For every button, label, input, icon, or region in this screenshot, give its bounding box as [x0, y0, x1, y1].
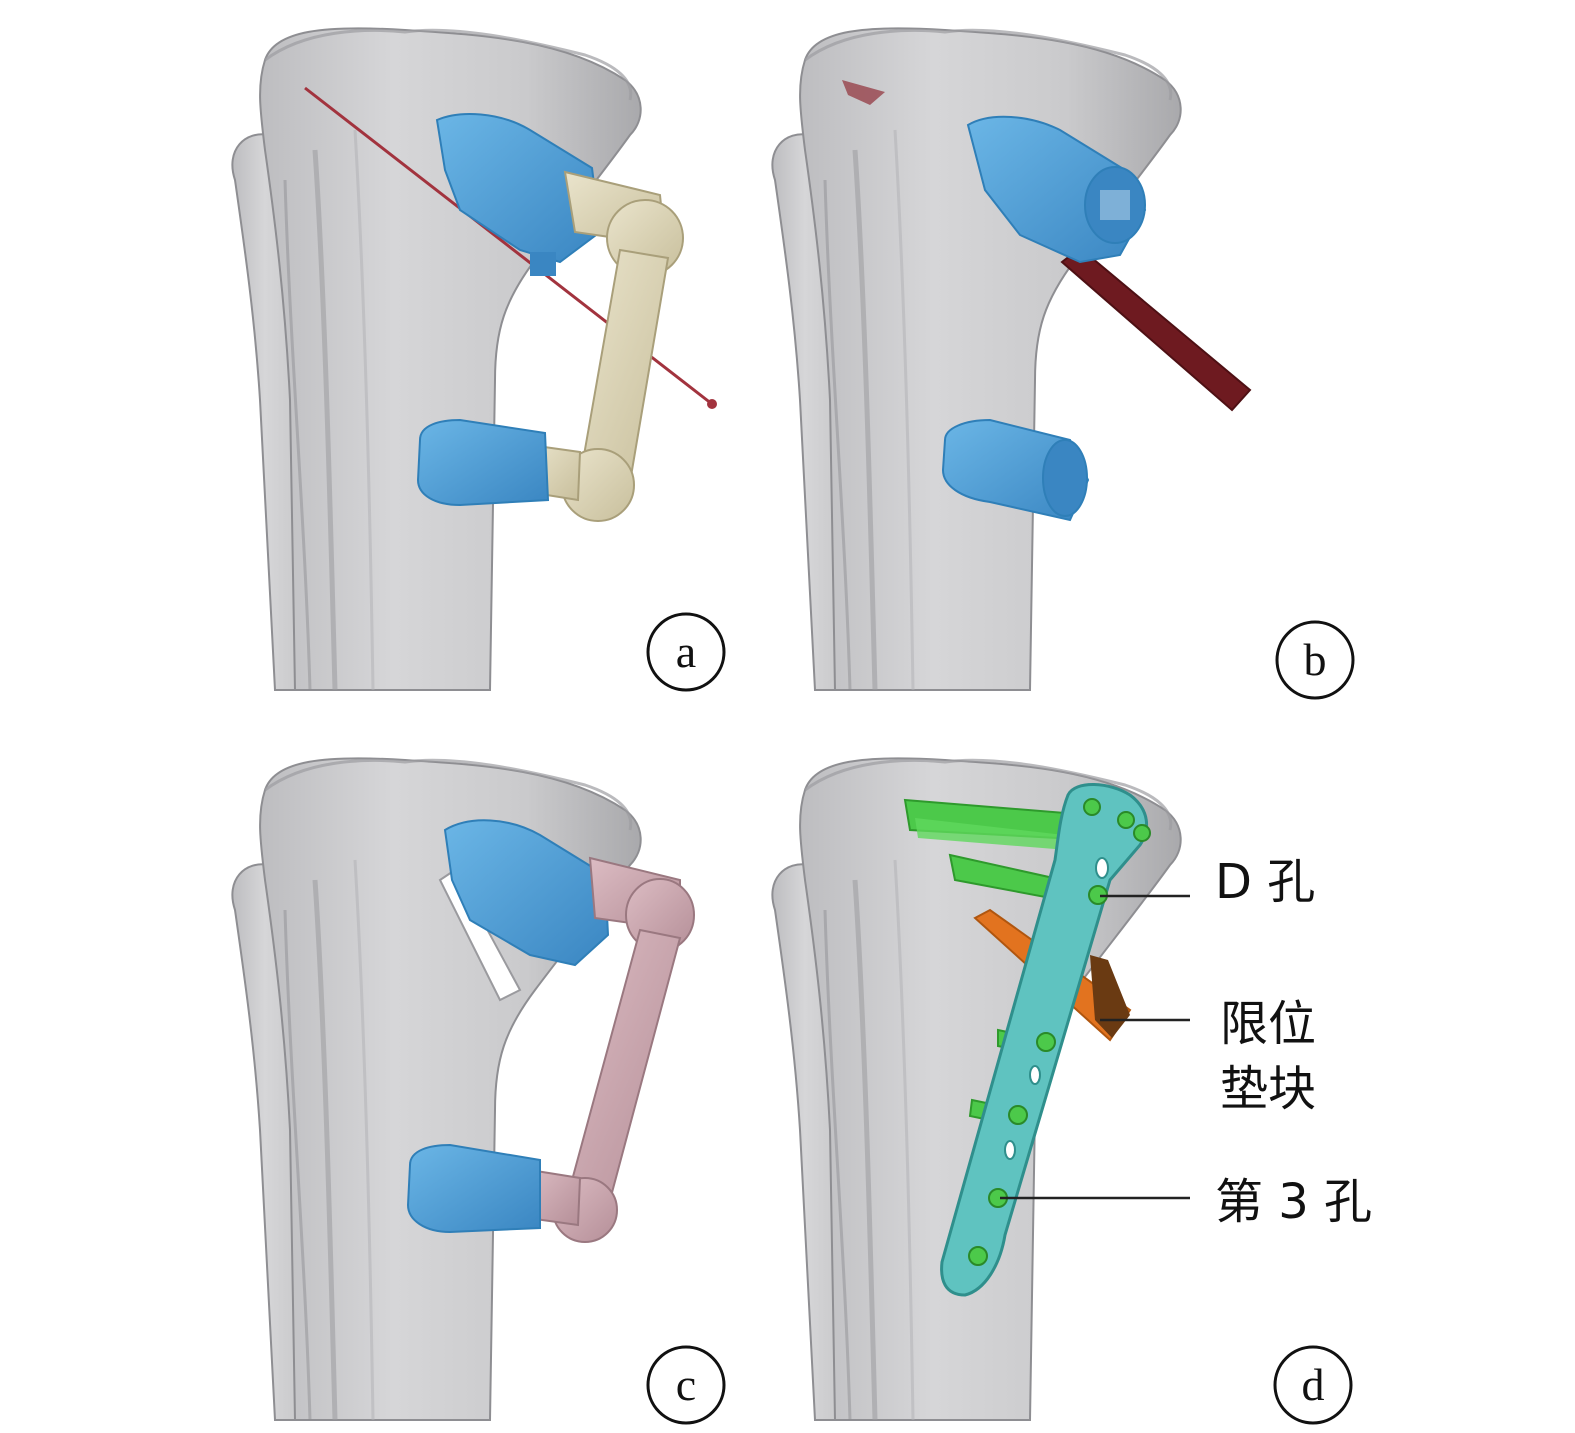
k-wire-end-a — [707, 399, 717, 409]
annotation-d-hole: D 孔 — [1215, 854, 1315, 910]
svg-text:d: d — [1302, 1359, 1325, 1410]
lower-guide-c — [406, 1143, 541, 1234]
tibia-bone-c — [232, 758, 640, 1420]
upper-guide-a — [435, 113, 602, 276]
panel-a: a — [232, 28, 726, 692]
lower-guide-a — [416, 418, 550, 507]
panel-label-c: c — [646, 1345, 726, 1425]
svg-text:b: b — [1304, 634, 1327, 685]
saw-blade-b — [1060, 246, 1252, 412]
panel-label-d: d — [1273, 1345, 1353, 1425]
annotation-third-hole: 第 3 孔 — [1215, 1174, 1372, 1230]
upper-guide-c — [443, 819, 610, 967]
panel-c: c — [232, 758, 726, 1425]
upper-guide-b — [966, 115, 1147, 264]
osteotomy-gap-c — [438, 868, 522, 1002]
lower-guide-b — [941, 418, 1090, 522]
svg-text:a: a — [676, 626, 696, 677]
tibia-bone-a — [232, 28, 640, 690]
bone-plate-d — [940, 783, 1151, 1297]
panel-d: D 孔 限位 垫块 第 3 孔 d — [772, 758, 1372, 1425]
leader-lines-d — [1000, 894, 1190, 1200]
panel-label-a: a — [646, 612, 726, 692]
entry-marker-b — [842, 80, 885, 105]
annotation-spacer-line2: 垫块 — [1220, 1061, 1316, 1117]
annotation-spacer-line1: 限位 — [1220, 996, 1316, 1052]
svg-text:c: c — [676, 1359, 696, 1410]
panel-b: b — [772, 28, 1355, 700]
panel-label-b: b — [1275, 620, 1355, 700]
